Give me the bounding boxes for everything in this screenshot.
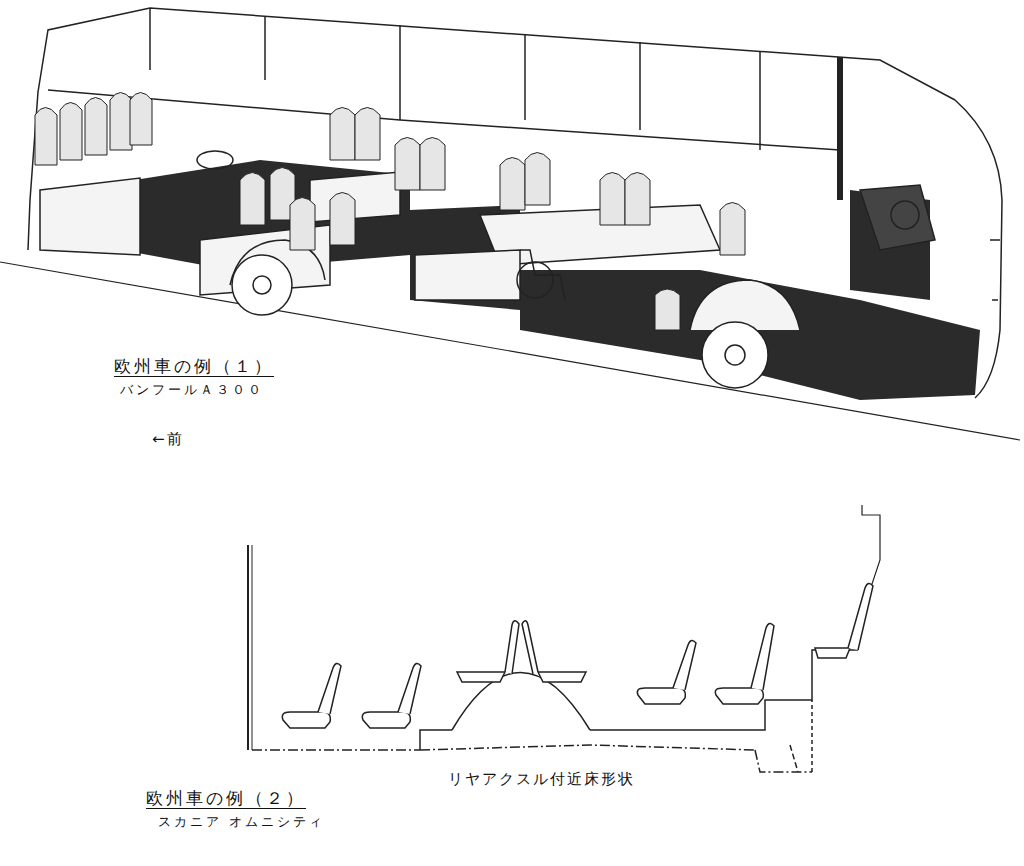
example-title: 欧州車の例（２） [146,788,306,808]
bus-cutaway [0,8,1020,440]
model-name: バンフールＡ３００ [120,382,264,398]
example-title: 欧州車の例（１） [114,356,274,376]
floor-section [248,505,880,772]
direction-label: ←前 [152,430,184,448]
section-caption: リヤアクスル付近床形状 [448,770,635,788]
model-name: スカニア オムニシティ [158,814,325,830]
